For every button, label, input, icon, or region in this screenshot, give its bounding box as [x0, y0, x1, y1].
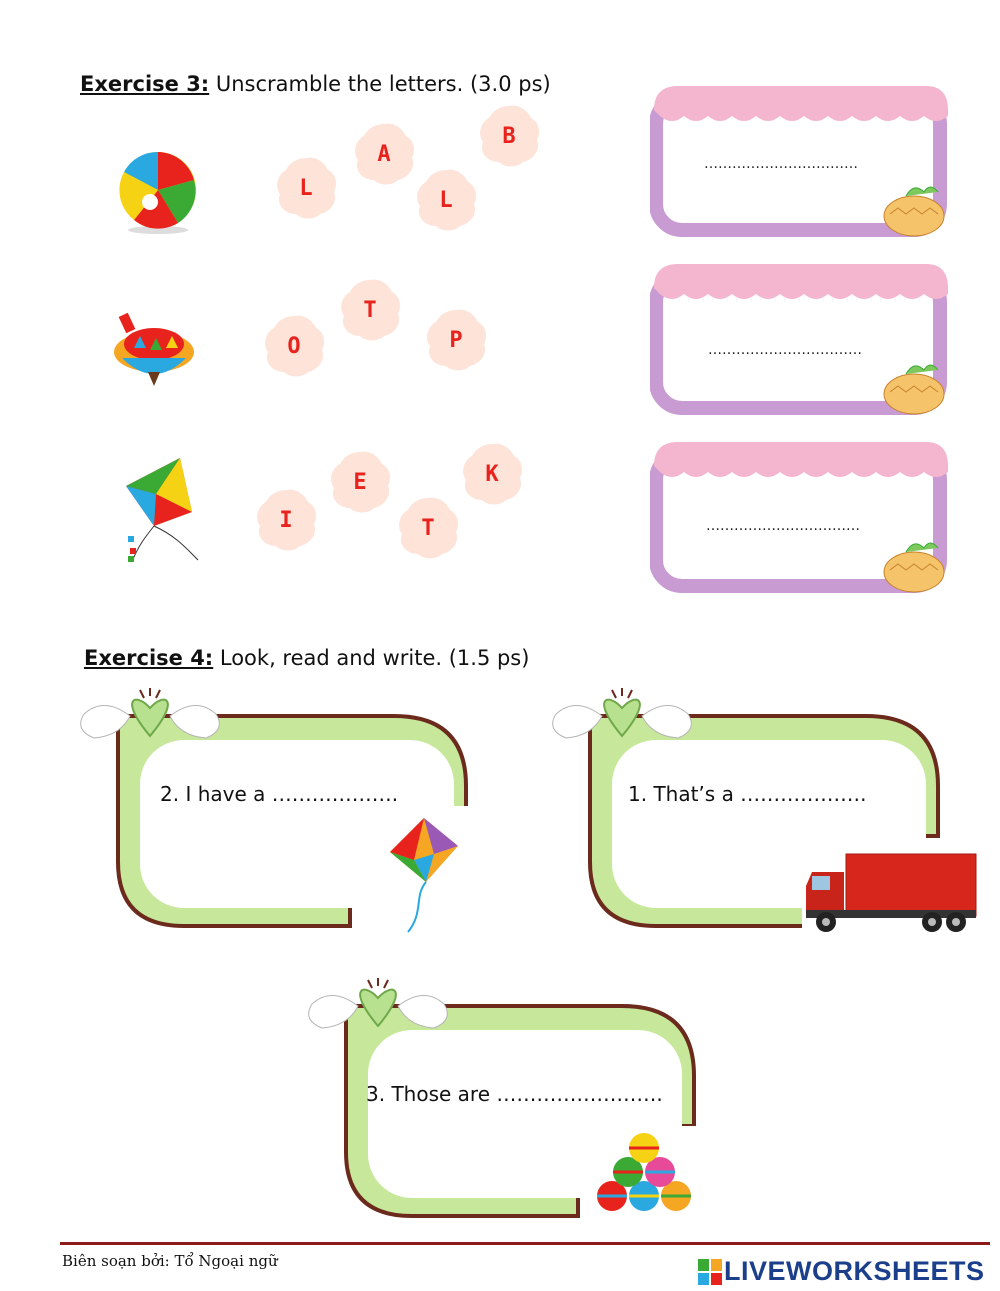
answer-blank[interactable]: ……………………………: [706, 518, 860, 534]
letter: L: [439, 187, 453, 213]
letter: T: [421, 515, 435, 541]
letter: E: [353, 469, 367, 495]
letter-tile[interactable]: I: [252, 486, 320, 554]
letter: B: [502, 123, 516, 149]
letter-tile[interactable]: O: [260, 312, 328, 380]
letter-tile[interactable]: E: [326, 448, 394, 516]
spinning-top-picture: [108, 312, 196, 388]
letter-tile[interactable]: T: [336, 276, 404, 344]
truck-picture: [802, 852, 980, 936]
answer-blank[interactable]: ……………………………: [708, 342, 862, 358]
truck-icon: [806, 853, 977, 932]
exercise4-heading: Exercise 4: Look, read and write. (1.5 p…: [84, 646, 529, 670]
letter: T: [363, 297, 377, 323]
kite-icon: [126, 458, 199, 563]
letter-tile[interactable]: P: [422, 306, 490, 374]
card-sentence: 3. Those are …………………….: [366, 1082, 663, 1106]
balls-picture: [596, 1130, 692, 1214]
footer-author: Biên soạn bởi: Tổ Ngoại ngữ: [62, 1252, 278, 1270]
answer-frame-1: ……………………………: [649, 80, 950, 240]
answer-frame-2: ……………………………: [649, 258, 950, 418]
spinning-top-icon: [114, 312, 194, 386]
footer-divider: [60, 1242, 990, 1245]
kite-picture: [384, 816, 474, 936]
beach-ball-picture: [116, 150, 200, 234]
letter: O: [287, 333, 301, 359]
exercise3-label: Exercise 3:: [80, 72, 210, 96]
letter: K: [485, 461, 499, 487]
card-sentence: 1. That’s a ……………….: [628, 782, 867, 806]
sentence-card: 3. Those are …………………….: [302, 976, 702, 1226]
letter-tile[interactable]: L: [412, 166, 480, 234]
brand-name: LIVEWORKSHEETS: [724, 1256, 985, 1286]
card-sentence: 2. I have a ……………….: [160, 782, 399, 806]
exercise4-instruction: Look, read and write. (1.5 ps): [213, 646, 530, 670]
letter-tile[interactable]: L: [272, 154, 340, 222]
balls-pyramid-icon: [597, 1133, 691, 1211]
kite-picture: [116, 456, 206, 566]
rainbow-kite-icon: [390, 818, 458, 933]
letter-tile[interactable]: B: [475, 102, 543, 170]
exercise3-heading: Exercise 3: Unscramble the letters. (3.0…: [80, 72, 551, 96]
answer-blank[interactable]: ……………………………: [704, 156, 858, 172]
beach-ball-icon: [119, 151, 196, 234]
liveworksheets-logo-icon: [698, 1258, 722, 1285]
sentence-card: 1. That’s a ……………….: [546, 686, 986, 936]
letter-tile[interactable]: T: [394, 494, 462, 562]
brand-logo: LIVEWORKSHEETS: [698, 1256, 985, 1287]
letter-tile[interactable]: A: [350, 120, 418, 188]
exercise3-instruction: Unscramble the letters. (3.0 ps): [209, 72, 551, 96]
letter: L: [299, 175, 313, 201]
exercise4-label: Exercise 4:: [84, 646, 214, 670]
answer-frame-3: ……………………………: [649, 436, 950, 596]
letter: I: [279, 507, 293, 533]
letter: P: [449, 327, 463, 353]
letter-tile[interactable]: K: [458, 440, 526, 508]
sentence-card: 2. I have a ……………….: [74, 686, 474, 936]
letter: A: [377, 141, 391, 167]
